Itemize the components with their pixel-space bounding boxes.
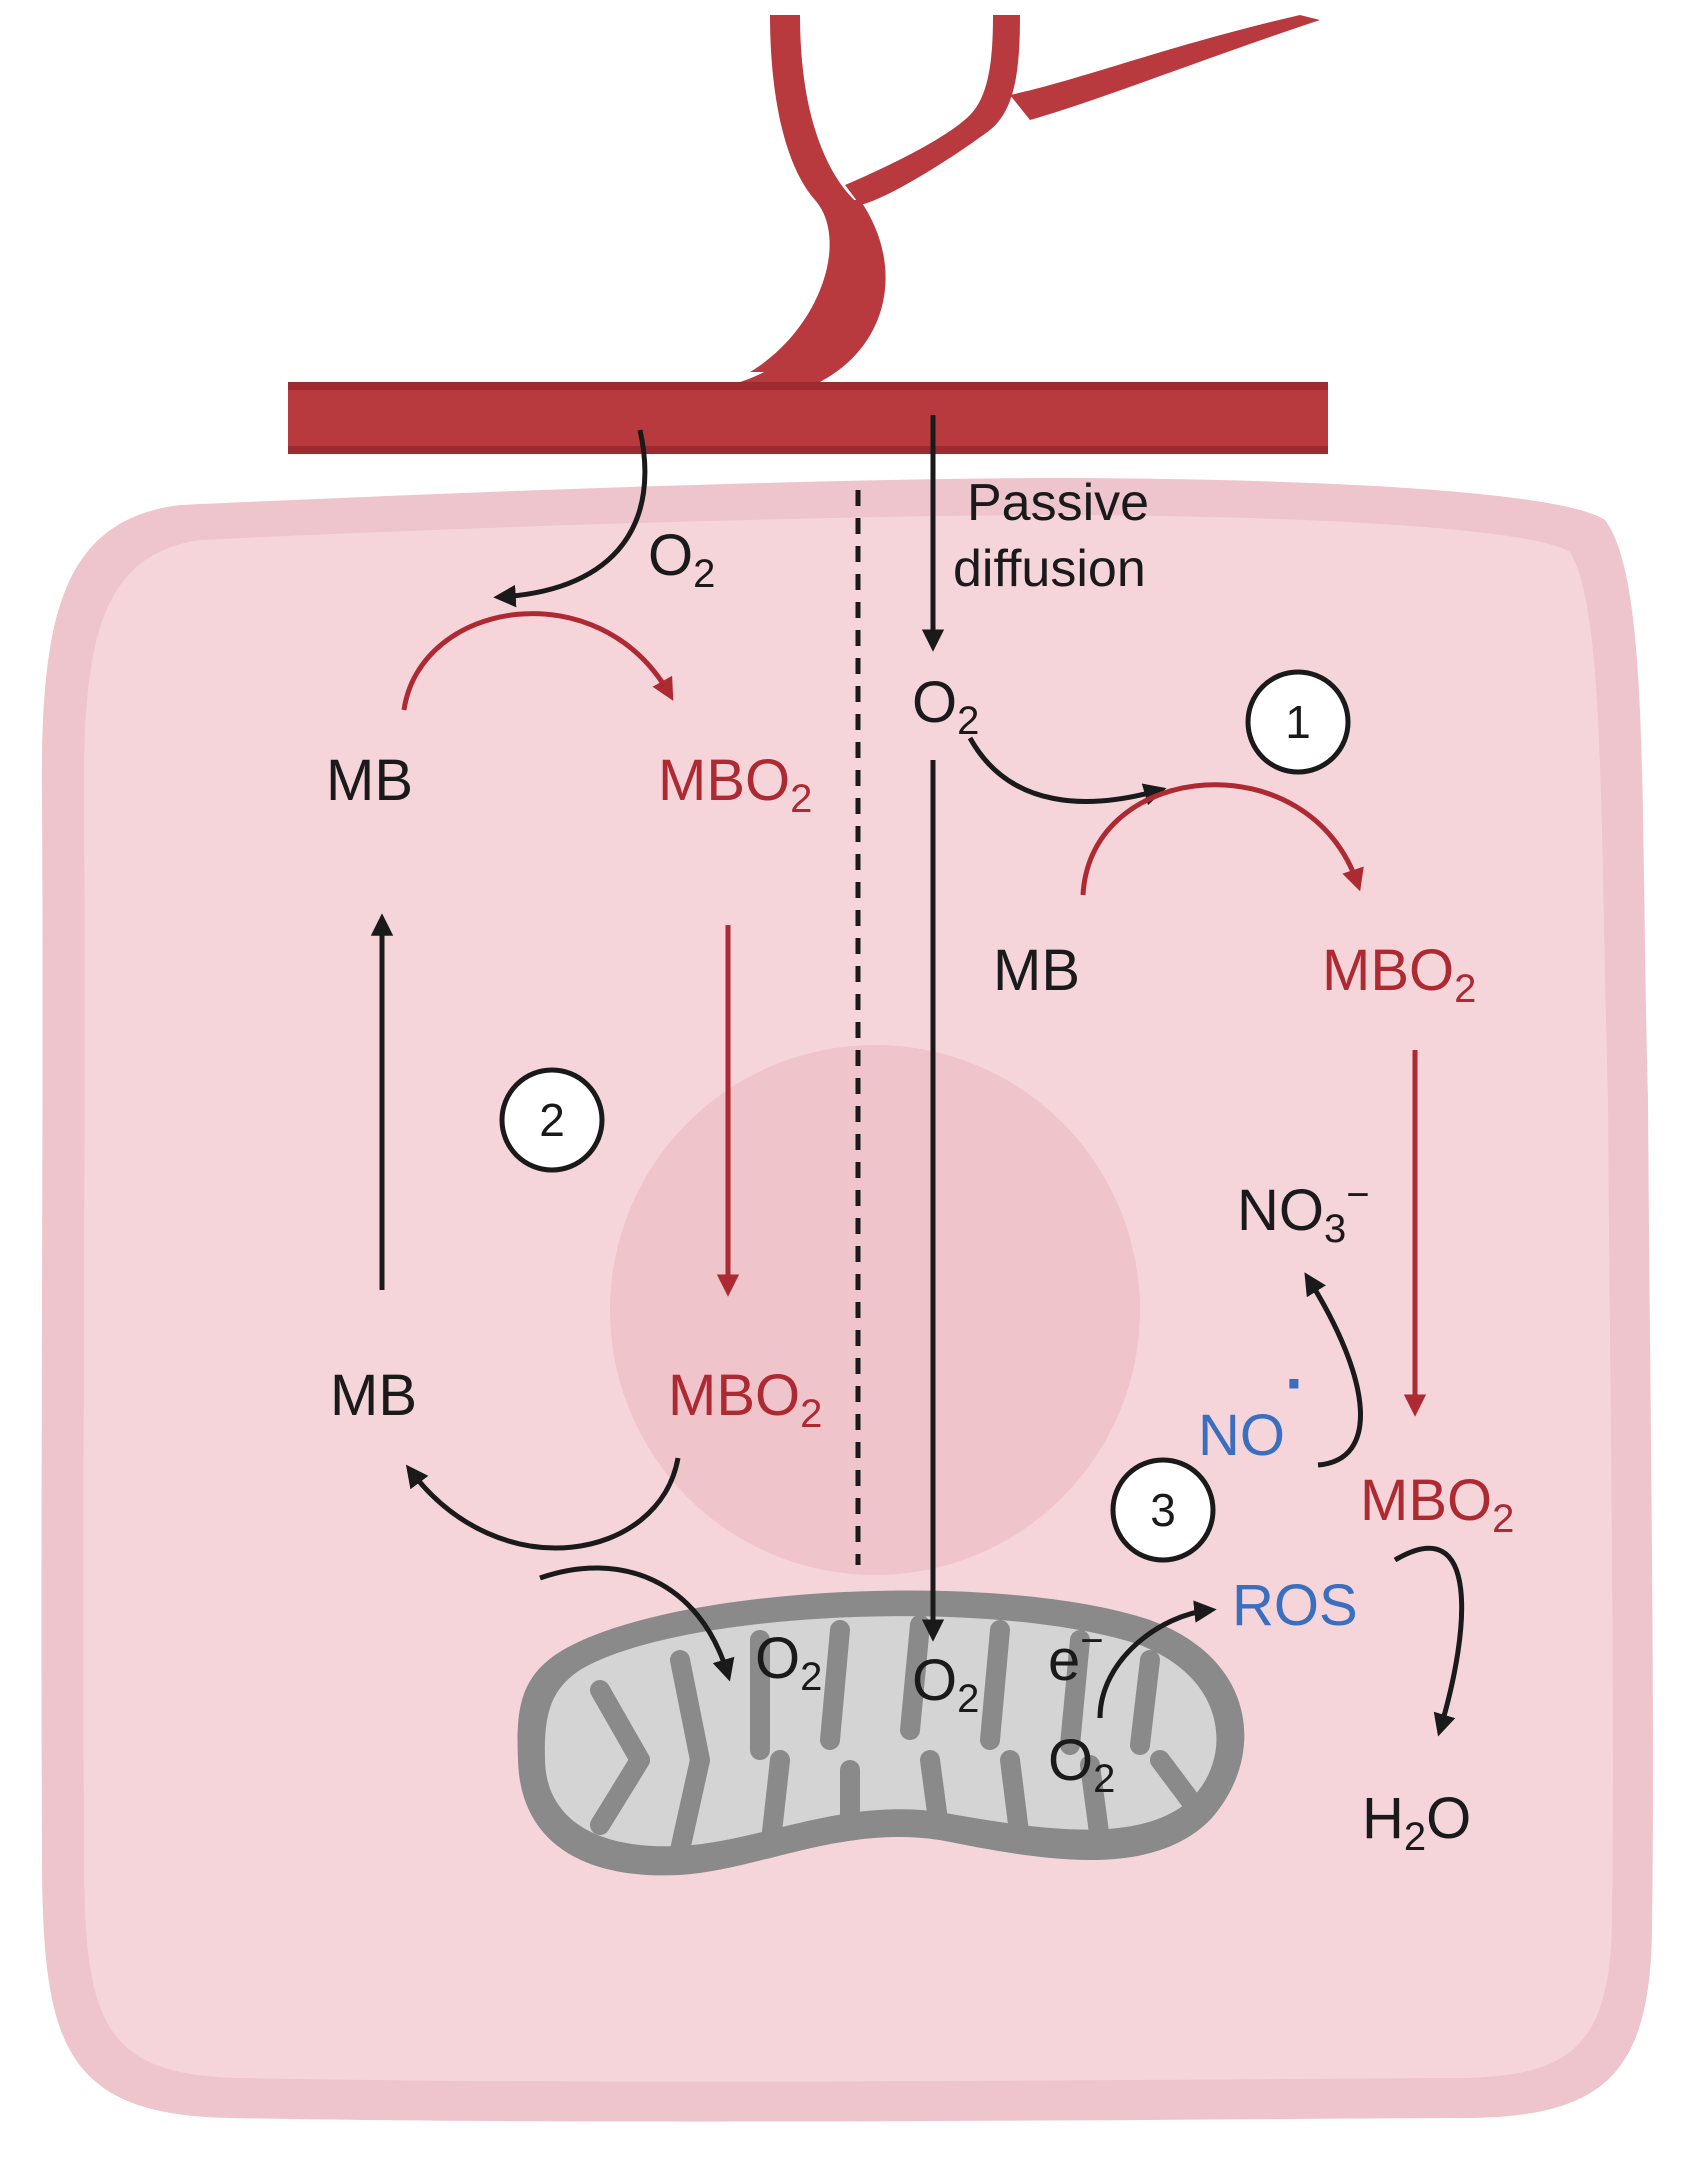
step-3-number: 3 xyxy=(1150,1484,1176,1536)
nucleus xyxy=(610,1045,1140,1575)
step-2-marker: 2 xyxy=(499,1067,605,1173)
nitric-oxide-label: NO· xyxy=(1198,1347,1306,1468)
mbo2-label-right-upper: MBO2 xyxy=(1322,938,1476,1011)
mbo2-label-right-lower: MBO2 xyxy=(1360,1468,1514,1541)
step-2-number: 2 xyxy=(539,1094,565,1146)
ros-label: ROS xyxy=(1232,1573,1358,1638)
left-pathway-arrows xyxy=(370,429,740,1682)
blood-vessel xyxy=(288,15,1328,454)
o2-label-mito-right: O2 xyxy=(1048,1728,1115,1801)
passive-diffusion-line2: diffusion xyxy=(953,540,1146,598)
electron-label: e− xyxy=(1048,1619,1104,1693)
mb-label-right: MB xyxy=(993,938,1080,1003)
mitochondrion xyxy=(517,1590,1245,1876)
step-1-number: 1 xyxy=(1285,696,1311,748)
o2-label-right: O2 xyxy=(912,670,979,743)
nitrate-label: NO3− xyxy=(1237,1173,1370,1251)
water-label: H2O xyxy=(1362,1786,1471,1859)
mbo2-label-lower-left: MBO2 xyxy=(668,1363,822,1436)
cell xyxy=(41,478,1653,2122)
o2-label-mito-center: O2 xyxy=(912,1648,979,1721)
mbo2-label-upper-left: MBO2 xyxy=(658,748,812,821)
mb-label-lower-left: MB xyxy=(330,1363,417,1428)
passive-diffusion-line1: Passive xyxy=(967,474,1149,532)
right-pathway-arrows xyxy=(921,415,1465,1737)
o2-label-top-left: O2 xyxy=(648,523,715,596)
step-3-marker: 3 xyxy=(1110,1457,1216,1563)
step-1-marker: 1 xyxy=(1245,669,1351,775)
o2-label-mito-left: O2 xyxy=(755,1626,822,1699)
mb-label-upper-left: MB xyxy=(326,748,413,813)
